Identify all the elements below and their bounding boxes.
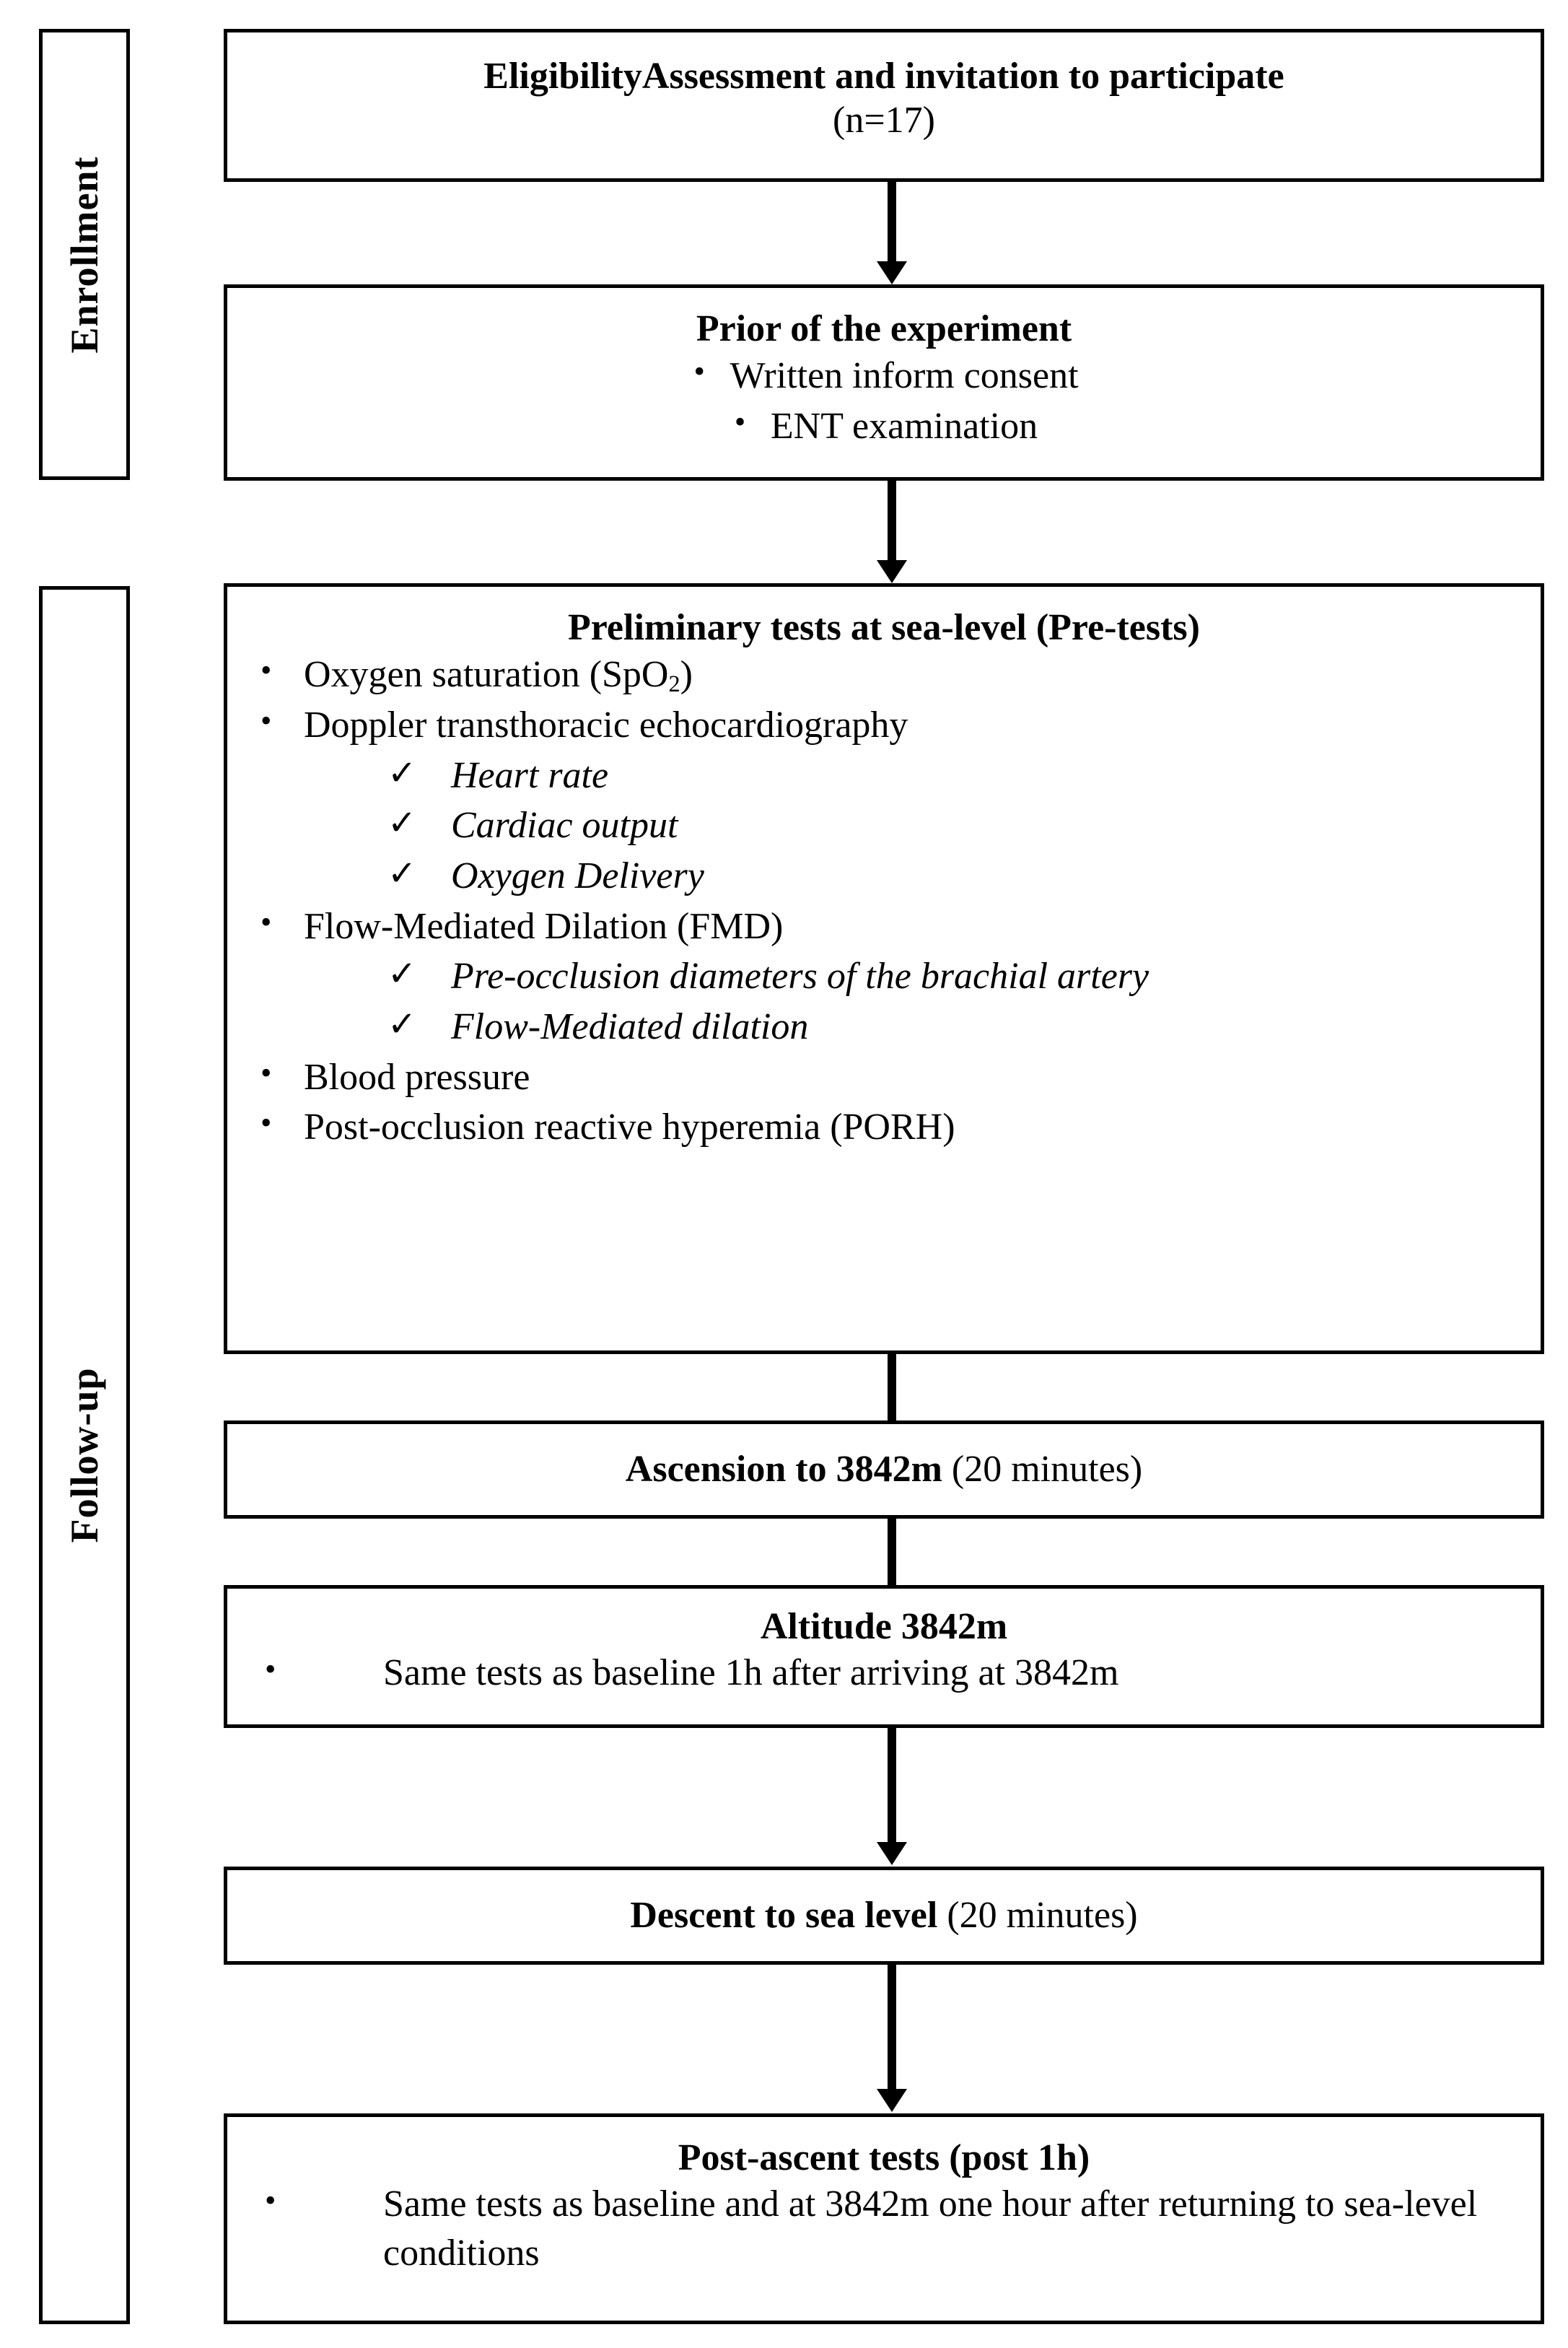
node-altitude: Altitude 3842m Same tests as baseline 1h… (224, 1585, 1544, 1728)
list-item: Oxygen saturation (SpO2) (227, 650, 1541, 700)
node-prior-title: Prior of the experiment (696, 308, 1072, 349)
list-item: Flow-Mediated dilation (227, 1002, 1541, 1052)
list-item: Flow-Mediated Dilation (FMD) (227, 902, 1541, 952)
list-item: Oxygen Delivery (227, 851, 1541, 902)
node-ascension-title: Ascension to 3842m (20 minutes) (626, 1447, 1142, 1491)
node-eligibility-title: EligibilityAssessment and invitation to … (483, 56, 1284, 97)
node-eligibility-subtitle: (n=17) (833, 100, 935, 141)
node-pretests-title: Preliminary tests at sea-level (Pre-test… (568, 607, 1200, 648)
node-descent: Descent to sea level (20 minutes) (224, 1867, 1544, 1965)
node-eligibility: EligibilityAssessment and invitation to … (224, 29, 1544, 182)
node-prior-bullet-0: Written inform consent (689, 351, 1078, 401)
phase-label-enrollment: Enrollment (63, 155, 106, 354)
list-item: Blood pressure (227, 1052, 1541, 1103)
node-prior-bullet-1: ENT examination (730, 401, 1038, 452)
node-pretests-item-list: Oxygen saturation (SpO2) Doppler transth… (227, 650, 1541, 1153)
node-altitude-bullet: Same tests as baseline 1h after arriving… (227, 1649, 1541, 1698)
connector-arrow-6 (888, 1965, 896, 2090)
node-postascent-bullet: Same tests as baseline and at 3842m one … (227, 2180, 1541, 2277)
flow-column: EligibilityAssessment and invitation to … (224, 0, 1544, 2348)
node-post-ascent-tests: Post-ascent tests (post 1h) Same tests a… (224, 2113, 1544, 2324)
node-ascension-title-bold: Ascension to 3842m (625, 1449, 942, 1491)
list-item: Heart rate (227, 751, 1541, 801)
connector-arrow-4 (888, 1519, 896, 1599)
connector-arrow-2 (888, 481, 896, 562)
list-item: Post-occlusion reactive hyperemia (PORH) (227, 1102, 1541, 1153)
list-item: ENT examination (227, 401, 1541, 452)
connector-arrow-3 (888, 1354, 896, 1435)
list-item: Doppler transthoracic echocardiography (227, 700, 1541, 751)
connector-arrow-5 (888, 1728, 896, 1843)
node-prior-of-experiment: Prior of the experiment Written inform c… (224, 284, 1544, 481)
node-descent-title-duration: (20 minutes) (937, 1895, 1138, 1937)
node-preliminary-tests: Preliminary tests at sea-level (Pre-test… (224, 583, 1544, 1354)
node-altitude-title: Altitude 3842m (760, 1606, 1008, 1647)
node-descent-title-bold: Descent to sea level (630, 1895, 938, 1937)
list-item: Cardiac output (227, 800, 1541, 851)
phase-label-follow-up: Follow-up (63, 1367, 106, 1543)
phase-rail-follow-up: Follow-up (39, 586, 130, 2324)
phase-rail-enrollment: Enrollment (39, 29, 130, 480)
node-postascent-title: Post-ascent tests (post 1h) (678, 2137, 1090, 2178)
list-item: Written inform consent (227, 351, 1541, 401)
connector-arrow-1 (888, 182, 896, 263)
node-ascension-title-duration: (20 minutes) (942, 1449, 1143, 1491)
node-ascension: Ascension to 3842m (20 minutes) (224, 1420, 1544, 1519)
node-prior-bullet-list: Written inform consent ENT examination (227, 351, 1541, 451)
list-item: Pre-occlusion diameters of the brachial … (227, 951, 1541, 1002)
node-descent-title: Descent to sea level (20 minutes) (630, 1893, 1137, 1937)
